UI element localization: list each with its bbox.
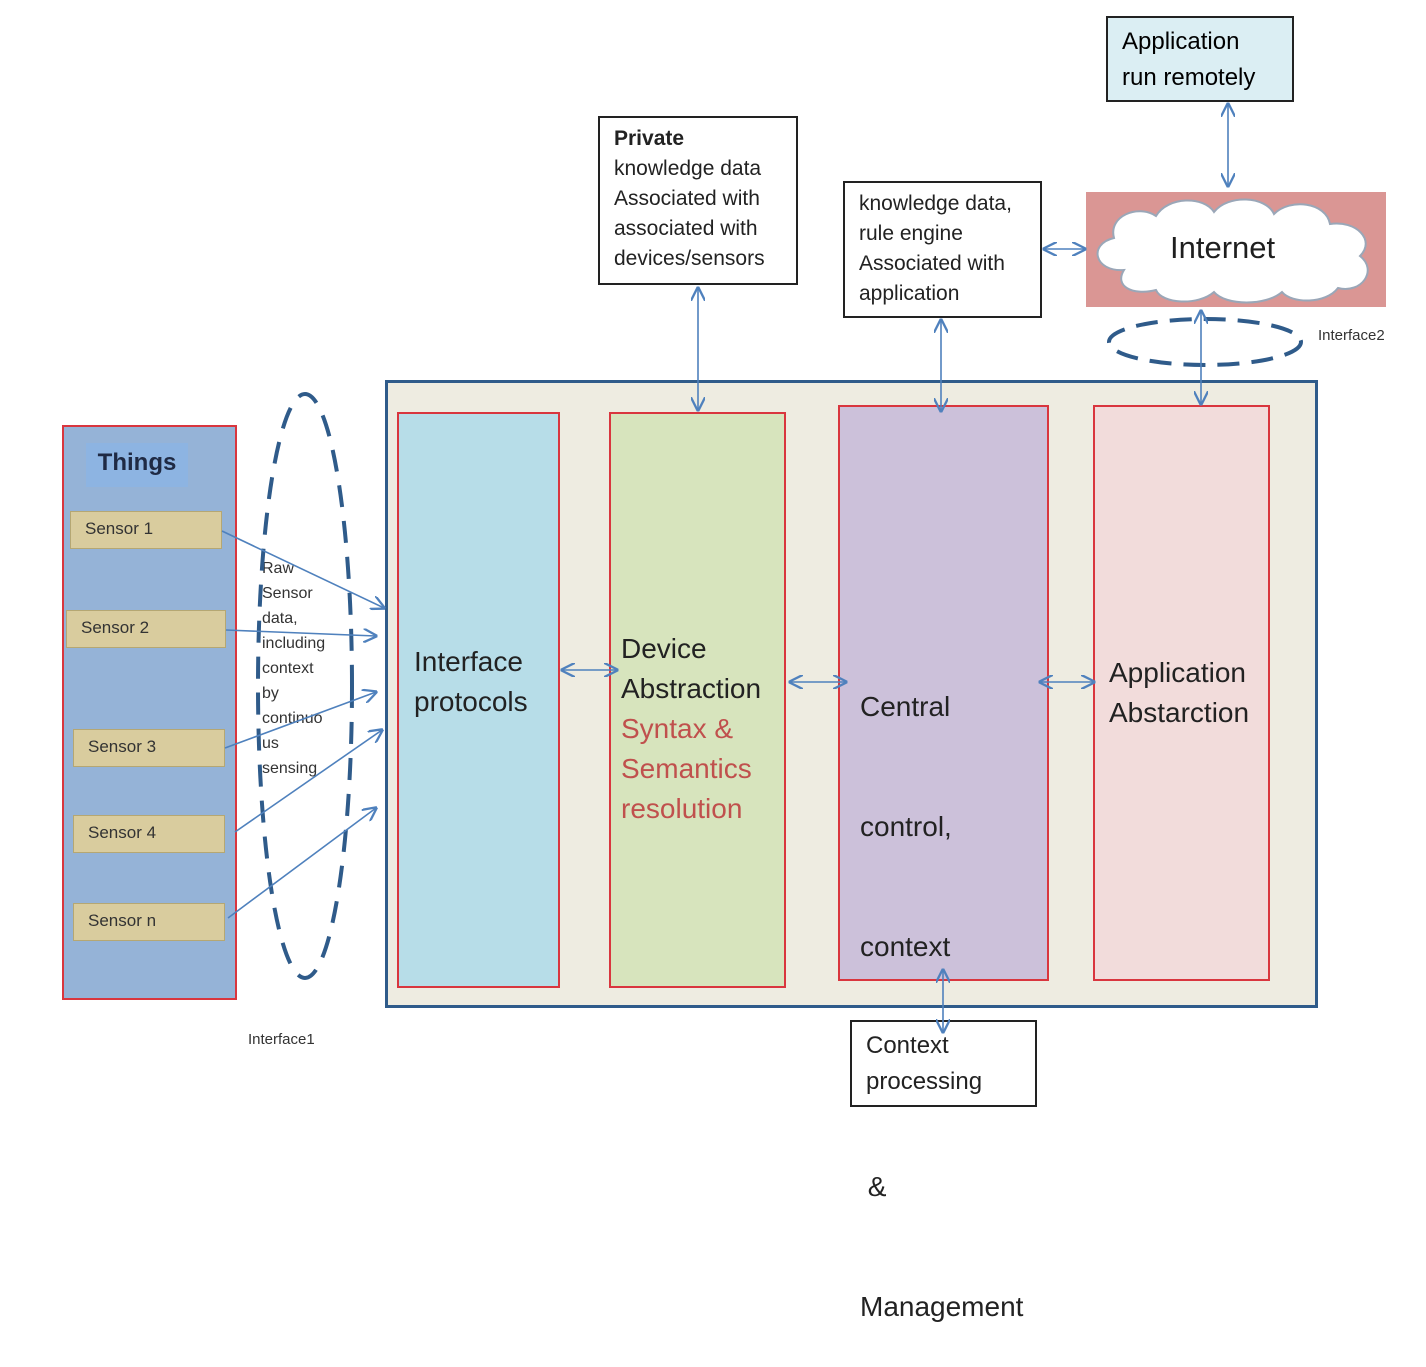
rule-engine-line: rule engine [859,222,963,245]
sensor-4: Sensor 4 [73,815,225,853]
syntax-semantics-line: Syntax & [621,713,734,744]
context-processing-box: Context processing [850,1020,1037,1107]
interface-protocols-line: protocols [414,686,528,717]
raw-sensor-line: sensing [262,760,318,777]
things-title: Things [86,443,188,487]
raw-sensor-line: by [262,685,279,702]
raw-sensor-line: continuo [262,710,323,727]
raw-sensor-line: Raw [262,560,295,577]
private-line: knowledge data [614,157,762,180]
rule-engine-line: Associated with [859,252,1005,275]
context-processing-line: Context [866,1032,949,1059]
central-control-line: Management [860,1291,1024,1322]
central-control-line: context [860,931,951,962]
sensor-2: Sensor 2 [66,610,226,648]
raw-sensor-line: us [262,735,279,752]
rule-engine-box: knowledge data, rule engine Associated w… [843,181,1042,318]
interface1-label: Interface1 [248,1031,315,1048]
device-abstraction-line: Device [621,633,707,664]
private-heading: Private [614,127,685,150]
raw-sensor-line: data, [262,610,298,627]
sensor-n-arrow [227,808,376,919]
central-control-line: & [860,1171,887,1202]
raw-sensor-line: context [262,660,314,677]
app-remote-line: Application [1122,28,1240,55]
private-line: devices/sensors [614,247,765,270]
application-run-remotely-box: Application run remotely [1106,16,1294,102]
rule-engine-line: application [859,282,960,305]
app-remote-line: run remotely [1122,64,1256,91]
internet-label: Internet [1170,230,1276,265]
interface-protocols-line: Interface [414,646,523,677]
central-control-line: Central [860,691,951,722]
central-control-column [838,405,1049,981]
syntax-semantics-line: Semantics [621,753,752,784]
raw-sensor-line: including [262,635,326,652]
interface2-ellipse [1107,317,1303,367]
syntax-semantics-line: resolution [621,793,743,824]
central-control-text: Central control, context detection & Man… [860,607,1023,1367]
device-abstraction-column [609,412,786,988]
application-abstraction-line: Abstarction [1109,697,1250,728]
application-abstraction-text: Application Abstarction [1109,653,1249,733]
interface2-label: Interface2 [1318,327,1385,344]
interface-protocols-text: Interface protocols [414,642,528,722]
raw-sensor-data-label: Raw Sensor data, including context by co… [262,556,325,781]
context-processing-line: processing [866,1068,983,1095]
device-abstraction-line: Abstraction [621,673,762,704]
internet-cloud-icon [1096,198,1369,304]
sensor-3: Sensor 3 [73,729,225,767]
sensor-n: Sensor n [73,903,225,941]
device-abstraction-text: Device Abstraction Syntax & Semantics re… [621,629,761,829]
application-abstraction-column [1093,405,1270,981]
private-line: Associated with [614,187,760,210]
interface-protocols-column [397,412,560,988]
sensor-1: Sensor 1 [70,511,222,549]
raw-sensor-line: Sensor [262,585,313,602]
rule-engine-line: knowledge data, [859,192,1012,215]
central-control-line: control, [860,811,952,842]
application-abstraction-line: Application [1109,657,1246,688]
private-line: associated with [614,217,758,240]
private-knowledge-box: Private knowledge data Associated with a… [598,116,798,285]
